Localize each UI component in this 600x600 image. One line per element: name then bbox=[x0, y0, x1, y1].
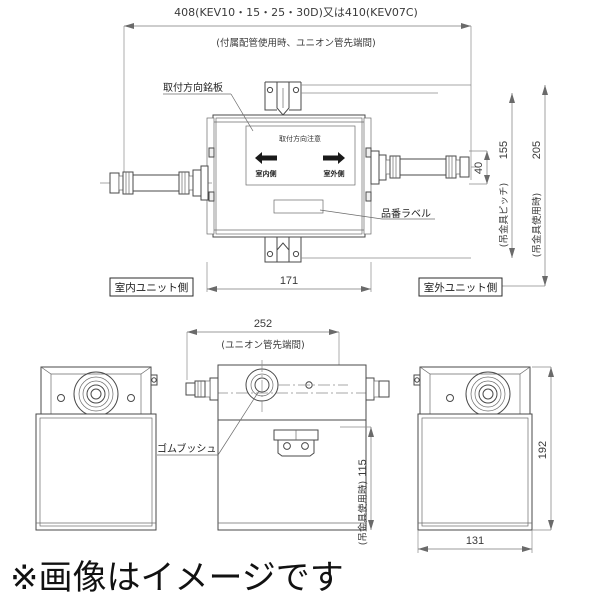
bottom-overall-dimension: 252 (ユニオン管先端間) bbox=[186, 318, 340, 380]
dimension-115: 115 (吊金具使用時) bbox=[340, 426, 374, 545]
bottom-overall-dimension-value: 252 bbox=[254, 318, 272, 330]
right-side-view bbox=[413, 366, 533, 531]
callout-part-number-text: 品番ラベル bbox=[381, 208, 431, 220]
dimension-131-value: 131 bbox=[466, 535, 484, 547]
label-box-outdoor-text: 室外ユニット側 bbox=[424, 281, 498, 294]
right-union-piping bbox=[370, 150, 478, 185]
arrow-left-icon bbox=[255, 152, 277, 164]
bottom-overall-dimension-note: (ユニオン管先端間) bbox=[221, 339, 304, 351]
label-box-outdoor: 室外ユニット側 bbox=[418, 277, 503, 297]
left-side-view bbox=[35, 366, 158, 531]
nameplate-right-label: 室外側 bbox=[324, 169, 345, 178]
nameplate-left-label: 室内側 bbox=[256, 169, 277, 178]
top-overall-dimension-note: (付属配管使用時、ユニオン管先端間) bbox=[216, 37, 375, 49]
dimension-205-note: (吊金具使用時) bbox=[531, 193, 543, 257]
dimension-171: 171 bbox=[206, 262, 372, 292]
nameplate-title: 取付方向注意 bbox=[279, 134, 321, 143]
dimension-115-note: (吊金具使用時) bbox=[357, 481, 369, 545]
dimension-205: 205 (吊金具使用時) bbox=[471, 85, 548, 287]
dimension-205-value: 205 bbox=[531, 141, 543, 159]
callout-part-number-label: 品番ラベル bbox=[273, 199, 435, 220]
hanging-bracket-bottom bbox=[264, 237, 471, 263]
label-box-indoor: 室内ユニット側 bbox=[109, 277, 194, 297]
label-box-indoor-text: 室内ユニット側 bbox=[115, 281, 189, 294]
top-overall-dimension: 408(KEV10・15・25・30D)又は410(KEV07C) (付属配管使… bbox=[123, 6, 472, 180]
dimension-192-value: 192 bbox=[537, 441, 549, 459]
dimension-131: 131 bbox=[417, 530, 533, 553]
image-disclaimer-text: ※画像はイメージです bbox=[10, 558, 344, 598]
dimension-155: 155 (吊金具ピッチ) bbox=[498, 93, 515, 258]
left-union-piping bbox=[100, 165, 213, 201]
top-overall-dimension-value: 408(KEV10・15・25・30D)又は410(KEV07C) bbox=[174, 6, 418, 19]
dimension-40-value: 40 bbox=[473, 162, 485, 174]
callout-rubber-bush: ゴムブッシュ bbox=[157, 390, 260, 456]
arrow-right-icon bbox=[323, 152, 345, 164]
callout-nameplate: 取付方向銘板 bbox=[163, 81, 254, 132]
center-view bbox=[185, 360, 390, 531]
dimension-192: 192 bbox=[532, 366, 554, 531]
mounting-direction-nameplate: 取付方向注意 室内側 室外側 bbox=[245, 125, 356, 186]
dimension-115-value: 115 bbox=[357, 459, 369, 477]
hanging-bracket-front bbox=[273, 429, 319, 457]
dimension-155-value: 155 bbox=[498, 141, 510, 159]
callout-rubber-bush-label: ゴムブッシュ bbox=[157, 442, 216, 455]
dimension-155-note: (吊金具ピッチ) bbox=[498, 183, 510, 247]
hanging-bracket-top bbox=[264, 81, 471, 116]
callout-nameplate-label: 取付方向銘板 bbox=[163, 81, 223, 94]
dimension-171-value: 171 bbox=[280, 275, 298, 287]
dimension-40: 40 bbox=[469, 150, 490, 185]
